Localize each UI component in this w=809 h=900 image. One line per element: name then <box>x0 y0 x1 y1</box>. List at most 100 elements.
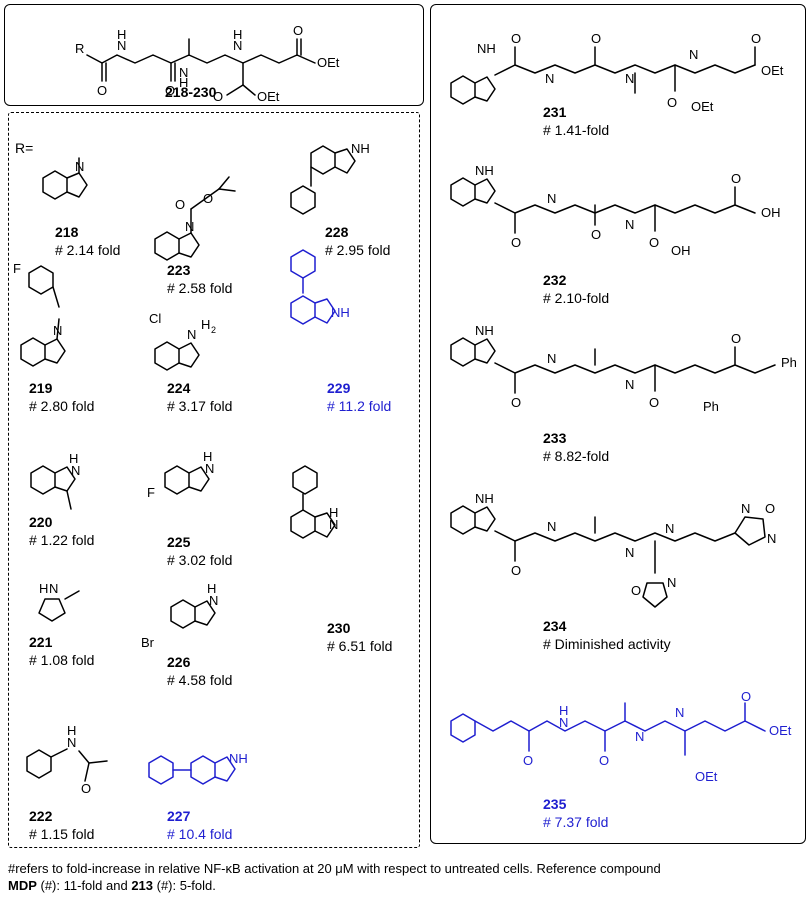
svg-text:N: N <box>675 705 684 720</box>
svg-text:O: O <box>591 31 601 46</box>
compound-230: 230# 6.51 fold <box>327 620 393 654</box>
compound-219: 219# 2.80 fold <box>29 380 95 414</box>
svg-text:F: F <box>147 485 155 500</box>
svg-text:H: H <box>203 449 212 464</box>
svg-text:NH: NH <box>229 751 248 766</box>
svg-text:O: O <box>97 83 107 98</box>
svg-text:N: N <box>665 521 674 536</box>
svg-text:O: O <box>165 83 175 98</box>
compound-225: 225# 3.02 fold <box>167 534 233 568</box>
svg-text:N: N <box>625 377 634 392</box>
structure-229: NH <box>290 249 350 325</box>
svg-text:OEt: OEt <box>317 55 340 70</box>
svg-text:H: H <box>179 75 188 90</box>
svg-text:N: N <box>547 191 556 206</box>
structure-222: HN O <box>26 723 108 796</box>
structure-220: HN <box>30 451 80 510</box>
svg-text:NH: NH <box>475 323 494 338</box>
compound-235: 235# 7.37 fold <box>543 796 609 830</box>
svg-text:N: N <box>117 38 126 53</box>
svg-text:O: O <box>667 95 677 110</box>
svg-text:N: N <box>233 38 242 53</box>
svg-text:2: 2 <box>211 325 216 335</box>
r-prefix: R= <box>15 140 34 156</box>
svg-text:N: N <box>625 217 634 232</box>
svg-text:O: O <box>751 31 761 46</box>
svg-text:N: N <box>49 581 58 596</box>
svg-text:O: O <box>511 563 521 578</box>
svg-text:O: O <box>523 753 533 768</box>
compound-227: 227# 10.4 fold <box>167 808 233 842</box>
scaffold-structure: R O NH O NH NH O OEt O OEt <box>75 23 340 104</box>
svg-text:H: H <box>559 703 568 718</box>
svg-text:N: N <box>75 159 84 174</box>
structure-219: FN <box>13 261 66 367</box>
svg-text:NH: NH <box>351 141 370 156</box>
svg-text:O: O <box>731 331 741 346</box>
svg-text:O: O <box>591 227 601 242</box>
svg-text:H: H <box>67 723 76 738</box>
svg-text:N: N <box>625 71 634 86</box>
svg-text:O: O <box>649 235 659 250</box>
svg-text:N: N <box>71 463 80 478</box>
structure-228: NH <box>290 141 370 215</box>
compound-218: 218# 2.14 fold <box>55 224 121 258</box>
svg-text:R: R <box>75 41 84 56</box>
svg-text:NH: NH <box>477 41 496 56</box>
svg-text:O: O <box>741 689 751 704</box>
svg-text:N: N <box>689 47 698 62</box>
svg-text:N: N <box>67 735 76 750</box>
svg-text:OEt: OEt <box>761 63 784 78</box>
svg-text:Ph: Ph <box>703 399 719 414</box>
svg-text:H: H <box>39 581 48 596</box>
svg-text:Cl: Cl <box>149 311 161 326</box>
svg-text:O: O <box>731 171 741 186</box>
svg-text:O: O <box>175 197 185 212</box>
structure-218: N <box>42 157 88 200</box>
svg-text:NH: NH <box>475 163 494 178</box>
svg-text:F: F <box>13 261 21 276</box>
svg-text:Ph: Ph <box>781 355 797 370</box>
compound-223: 223# 2.58 fold <box>167 262 233 296</box>
scaffold-range-label: 218-230 <box>165 84 217 100</box>
svg-text:N: N <box>625 545 634 560</box>
svg-text:OEt: OEt <box>769 723 792 738</box>
svg-text:N: N <box>329 517 338 532</box>
svg-text:H: H <box>69 451 78 466</box>
svg-text:N: N <box>547 351 556 366</box>
svg-text:N: N <box>545 71 554 86</box>
svg-text:N: N <box>187 327 196 342</box>
svg-text:OEt: OEt <box>691 99 714 114</box>
svg-text:O: O <box>765 501 775 516</box>
structure-225: F HN <box>147 449 214 500</box>
svg-text:N: N <box>547 519 556 534</box>
svg-text:N: N <box>205 461 214 476</box>
svg-text:N: N <box>635 729 644 744</box>
compound-228: 228# 2.95 fold <box>325 224 391 258</box>
svg-text:OEt: OEt <box>257 89 280 104</box>
svg-text:OH: OH <box>761 205 781 220</box>
footnote-mdp: MDP <box>8 878 37 893</box>
svg-text:O: O <box>599 753 609 768</box>
svg-text:O: O <box>81 781 91 796</box>
structure-227: NH <box>148 751 248 785</box>
svg-text:N: N <box>741 501 750 516</box>
svg-text:OEt: OEt <box>695 769 718 784</box>
svg-text:N: N <box>53 323 62 338</box>
svg-text:O: O <box>649 395 659 410</box>
svg-text:H: H <box>233 27 242 42</box>
svg-text:O: O <box>631 583 641 598</box>
svg-text:N: N <box>179 65 188 80</box>
svg-text:O: O <box>511 395 521 410</box>
svg-text:H: H <box>329 505 338 520</box>
